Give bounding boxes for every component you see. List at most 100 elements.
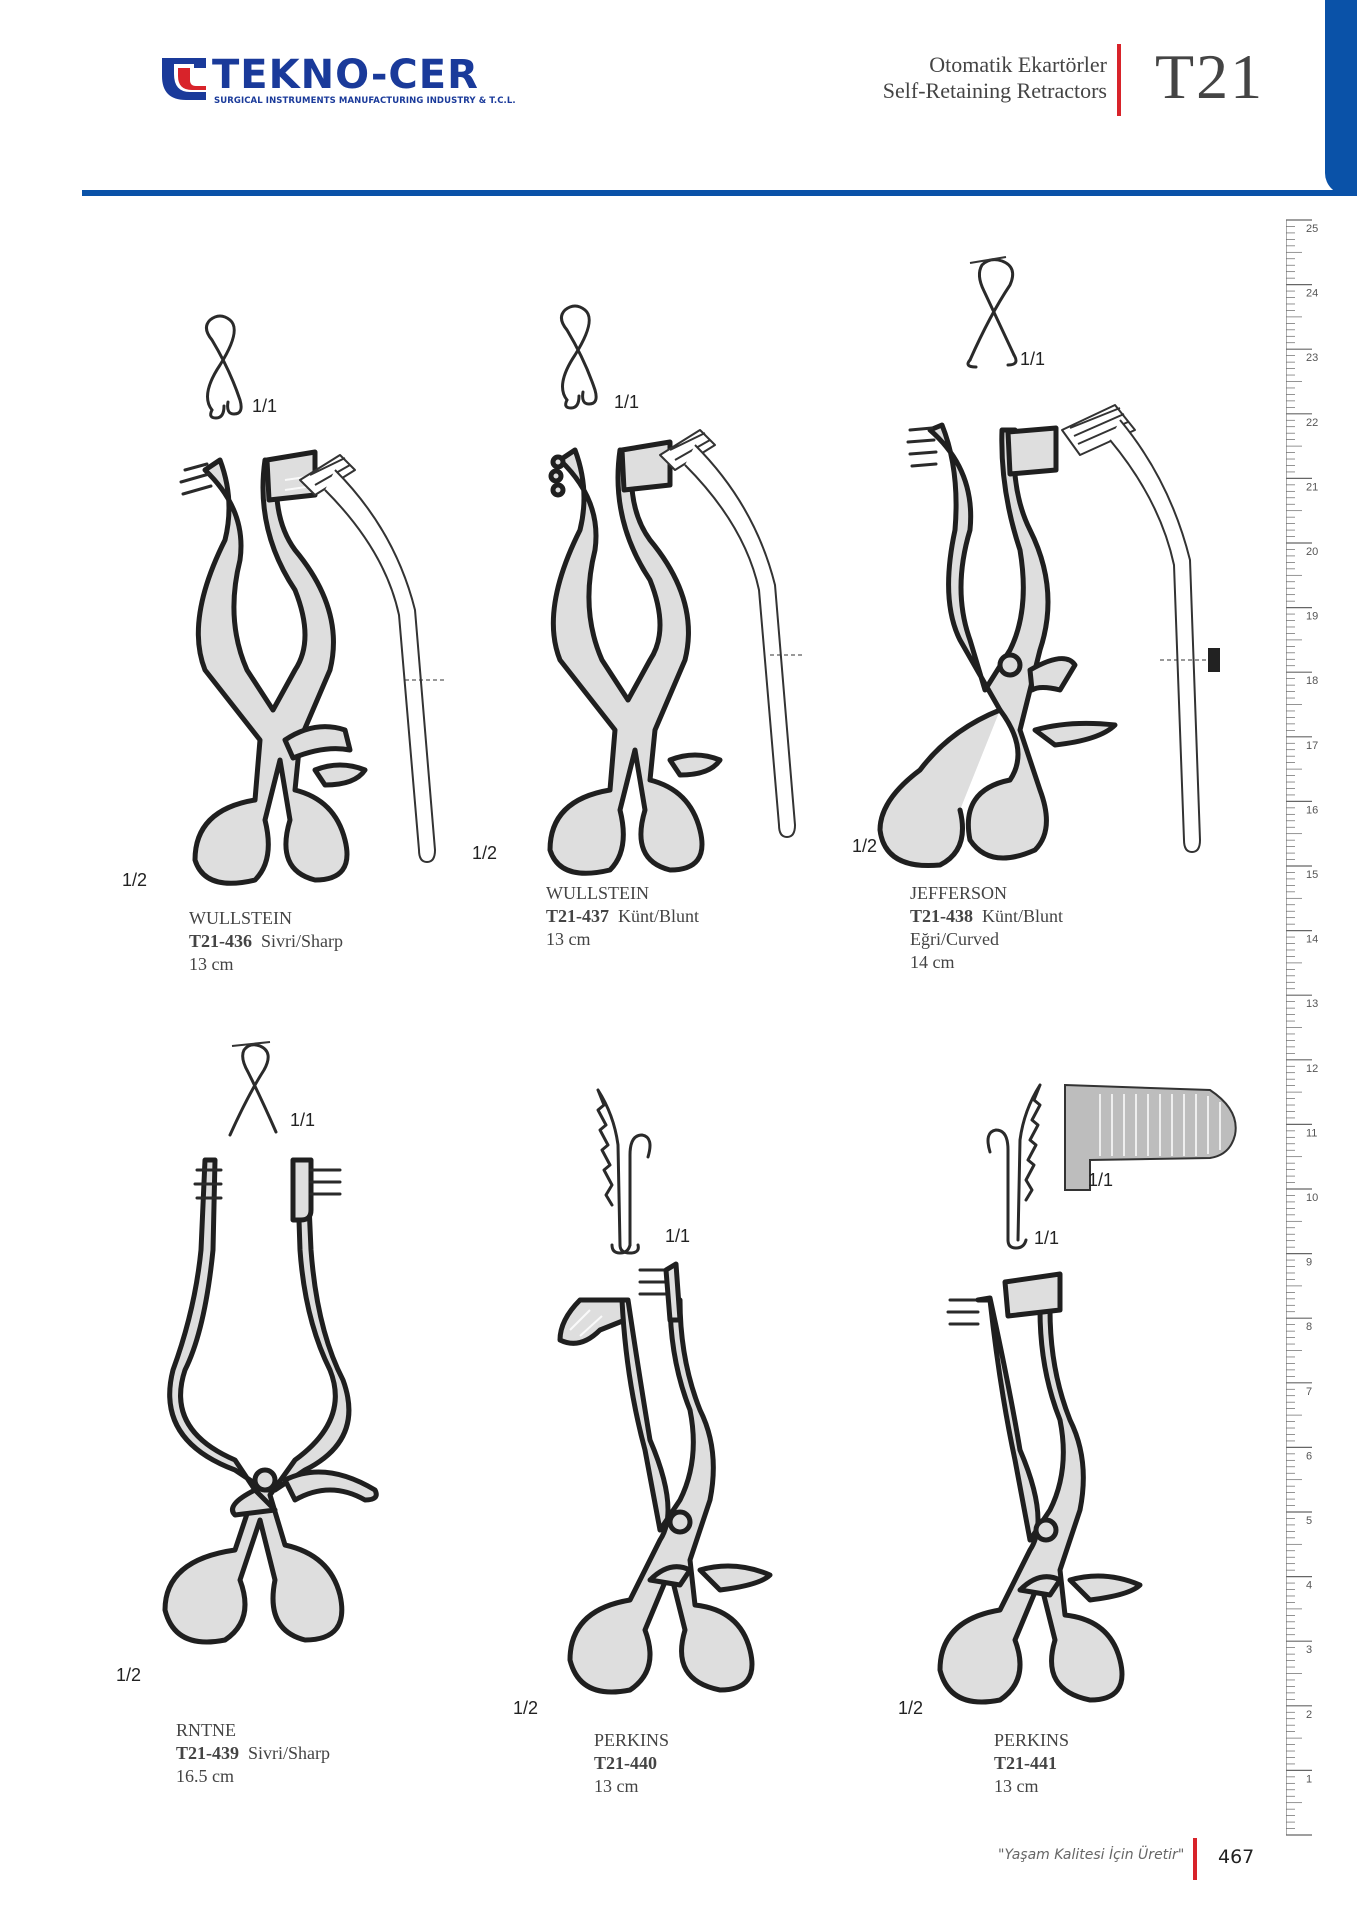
- wullstein-437-retractor-icon: [547, 439, 723, 876]
- ruler-labels: 2524232221201918171615141312111098765432…: [1306, 223, 1318, 1785]
- product-caption-437: WULLSTEIN T21-437 Künt/Blunt 13 cm: [546, 882, 699, 951]
- rntne-439-retractor-icon: [162, 1157, 379, 1645]
- scale-label-438-detail: 1/1: [1020, 349, 1046, 369]
- scale-label-437-detail: 1/1: [614, 392, 640, 412]
- title-separator: [1117, 44, 1121, 116]
- product-code: T21-441: [994, 1753, 1057, 1773]
- scale-label-438-main: 1/2: [852, 836, 878, 856]
- product-name: PERKINS: [594, 1730, 670, 1750]
- ruler-label: 9: [1306, 1257, 1312, 1269]
- perkins-440-retractor-icon: [557, 1261, 773, 1695]
- ruler-label: 6: [1306, 1450, 1312, 1462]
- ruler-label: 5: [1306, 1515, 1312, 1527]
- footer-slogan: "Yaşam Kalitesi İçin Üretir": [998, 1847, 1185, 1863]
- rntne-439-tip-detail-icon: [228, 1041, 278, 1137]
- perkins-441-retractor-icon: [937, 1271, 1143, 1705]
- ruler-label: 25: [1306, 223, 1318, 235]
- product-tip: Künt/Blunt: [618, 906, 700, 926]
- ruler-label: 15: [1306, 869, 1318, 881]
- scale-label-439-main: 1/2: [116, 1665, 142, 1685]
- ruler-label: 11: [1306, 1127, 1317, 1139]
- product-caption-440: PERKINS T21-440 13 cm: [594, 1729, 669, 1798]
- scale-label-436-main: 1/2: [122, 870, 148, 890]
- product-code: T21-437: [546, 906, 609, 926]
- scale-label-436-detail: 1/1: [252, 396, 278, 416]
- header-blue-tab: [1325, 0, 1357, 195]
- product-code: T21-439: [176, 1743, 239, 1763]
- product-length: 14 cm: [910, 952, 955, 972]
- jefferson-438-side-profile-icon: [1061, 404, 1220, 853]
- ruler-label: 1: [1306, 1773, 1312, 1785]
- logo-wordmark: TEKNO-CER: [212, 52, 479, 98]
- product-tip: Sivri/Sharp: [261, 931, 344, 951]
- header-divider: [82, 190, 1357, 196]
- wullstein-436-tip-detail-icon: [205, 314, 243, 420]
- ruler-label: 13: [1306, 998, 1318, 1010]
- ruler-label: 8: [1306, 1321, 1312, 1333]
- product-name: RNTNE: [176, 1720, 236, 1740]
- scale-label-440-main: 1/2: [513, 1698, 539, 1718]
- scale-label-441-blade: 1/1: [1088, 1170, 1114, 1190]
- ruler-label: 4: [1306, 1580, 1312, 1592]
- section-code: T21: [1155, 41, 1265, 112]
- product-name: WULLSTEIN: [546, 883, 649, 903]
- jefferson-438-retractor-icon: [877, 422, 1118, 869]
- product-tip: Künt/Blunt: [982, 906, 1064, 926]
- product-code: T21-440: [594, 1753, 657, 1773]
- product-caption-441: PERKINS T21-441 13 cm: [994, 1729, 1069, 1798]
- ruler-label: 20: [1306, 546, 1318, 558]
- scale-label-439-detail: 1/1: [290, 1110, 316, 1130]
- product-code: T21-436: [189, 931, 252, 951]
- category-title-english: Self-Retaining Retractors: [882, 78, 1107, 103]
- perkins-441-blade-detail-icon: [1064, 1083, 1237, 1191]
- measurement-ruler: 2524232221201918171615141312111098765432…: [1286, 219, 1318, 1836]
- product-tip: Sivri/Sharp: [248, 1743, 331, 1763]
- blade-ribs: [1099, 1094, 1221, 1156]
- product-name: WULLSTEIN: [189, 908, 292, 928]
- product-length: 13 cm: [994, 1776, 1039, 1796]
- ruler-label: 21: [1306, 481, 1318, 493]
- ruler-label: 17: [1306, 740, 1318, 752]
- scale-label-440-detail: 1/1: [665, 1226, 691, 1246]
- scale-label-441-detail: 1/1: [1034, 1228, 1060, 1248]
- product-name: JEFFERSON: [910, 883, 1008, 903]
- page-number: 467: [1218, 1846, 1255, 1868]
- product-caption-438: JEFFERSON T21-438 Künt/Blunt Eğri/Curved…: [910, 882, 1063, 974]
- ruler-label: 18: [1306, 675, 1318, 687]
- perkins-440-tip-detail-icon: [596, 1088, 652, 1255]
- wullstein-436-side-profile-icon: [299, 454, 445, 863]
- logo-tagline: SURGICAL INSTRUMENTS MANUFACTURING INDUS…: [214, 96, 516, 106]
- perkins-441-tip-detail-icon: [986, 1083, 1042, 1250]
- ruler-label: 16: [1306, 804, 1318, 816]
- scale-label-437-main: 1/2: [472, 843, 498, 863]
- wullstein-437-tip-detail-icon: [560, 304, 598, 410]
- ruler-label: 19: [1306, 611, 1318, 623]
- company-logo: TEKNO-CER SURGICAL INSTRUMENTS MANUFACTU…: [160, 52, 516, 112]
- category-title-turkish: Otomatik Ekartörler: [929, 52, 1107, 77]
- wullstein-436-retractor-icon: [179, 449, 368, 886]
- footer-separator: [1193, 1838, 1197, 1880]
- product-code: T21-438: [910, 906, 973, 926]
- wullstein-437-side-profile-icon: [659, 429, 805, 838]
- ruler-label: 23: [1306, 352, 1318, 364]
- ruler-label: 7: [1306, 1386, 1312, 1398]
- scale-label-441-main: 1/2: [898, 1698, 924, 1718]
- product-caption-436: WULLSTEIN T21-436 Sivri/Sharp 13 cm: [189, 907, 343, 976]
- logo-emblem-icon: [162, 58, 206, 100]
- product-length: 13 cm: [546, 929, 591, 949]
- ruler-label: 2: [1306, 1709, 1312, 1721]
- ruler-label: 24: [1306, 288, 1318, 300]
- ruler-label: 14: [1306, 934, 1318, 946]
- ruler-label: 22: [1306, 417, 1318, 429]
- product-length: 13 cm: [189, 954, 234, 974]
- ruler-label: 12: [1306, 1063, 1318, 1075]
- ruler-ticks: [1286, 219, 1312, 1836]
- product-name: PERKINS: [994, 1730, 1070, 1750]
- product-caption-439: RNTNE T21-439 Sivri/Sharp 16.5 cm: [176, 1719, 330, 1788]
- ruler-label: 10: [1306, 1192, 1318, 1204]
- product-length: 13 cm: [594, 1776, 639, 1796]
- product-shape: Eğri/Curved: [910, 929, 999, 949]
- ruler-unit-label: cm: [1298, 1835, 1313, 1836]
- product-length: 16.5 cm: [176, 1766, 234, 1786]
- jefferson-438-tip-detail-icon: [966, 256, 1018, 369]
